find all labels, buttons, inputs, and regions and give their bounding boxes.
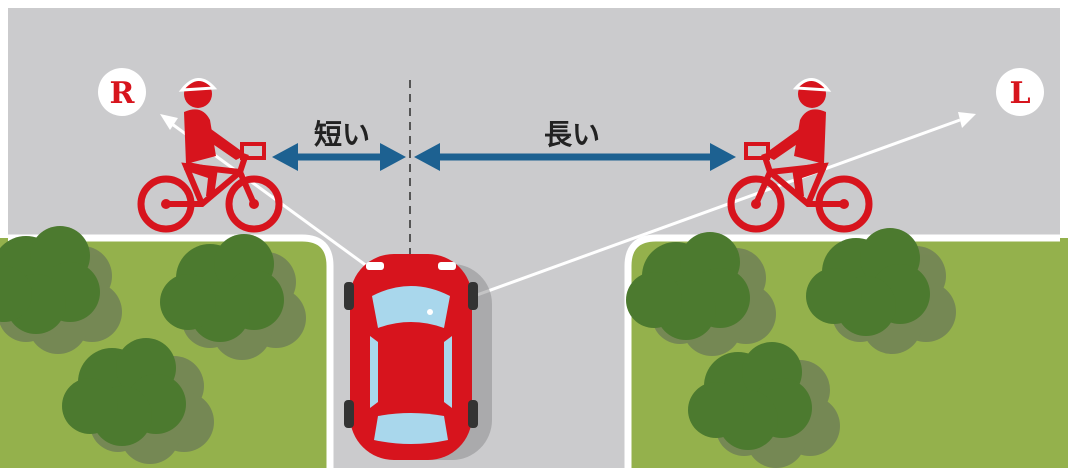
sight-line-left [429, 118, 961, 314]
long-distance-label: 長い [544, 118, 600, 151]
long-distance-arrow [414, 143, 736, 171]
car-icon [344, 254, 492, 460]
short-distance-arrow [272, 143, 406, 171]
marker-left: L [996, 68, 1044, 116]
marker-right-letter: R [110, 76, 136, 111]
marker-right: R [98, 68, 146, 116]
marker-left-letter: L [1009, 76, 1030, 111]
short-distance-label: 短い [314, 118, 370, 151]
